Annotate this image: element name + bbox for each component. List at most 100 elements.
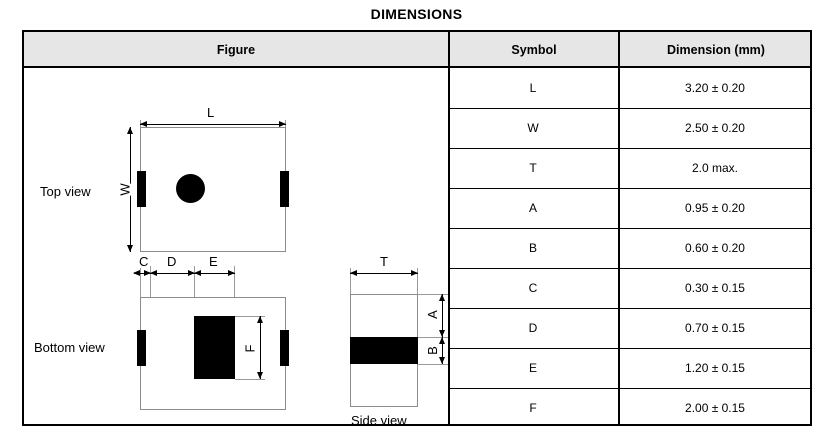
arrow-up-icon [126, 127, 133, 134]
top-view-terminal-left [137, 171, 146, 207]
bottom-view-terminal-left [137, 330, 146, 366]
arrow-up-icon [438, 294, 445, 301]
arrow-right-icon [188, 269, 195, 276]
side-view-dimline-a [442, 294, 443, 337]
cell-symbol: E [528, 361, 537, 375]
side-view-dimline-t [350, 273, 418, 274]
table-row: E 1.20 ± 0.15 [448, 348, 812, 388]
dim-label-d: D [165, 254, 179, 269]
bottom-view-ext-f-top [235, 316, 265, 317]
cell-symbol: C [528, 281, 538, 295]
table-row: A 0.95 ± 0.20 [448, 188, 812, 228]
cell-value: 3.20 ± 0.20 [685, 81, 745, 95]
cell-value: 0.70 ± 0.15 [685, 321, 745, 335]
row-divider [448, 308, 812, 309]
side-view-label: Side view [351, 413, 407, 428]
cell-symbol: F [529, 401, 537, 415]
arrow-left-icon [150, 269, 157, 276]
side-view-dimline-b [442, 337, 443, 364]
bottom-view-ext-4 [234, 266, 235, 322]
bottom-view-terminal-right [280, 330, 289, 366]
row-divider [448, 348, 812, 349]
cell-symbol: D [528, 321, 538, 335]
bottom-view-ext-f-bottom [235, 379, 265, 380]
bottom-view-ext-2 [150, 266, 151, 300]
column-header-symbol: Symbol [448, 32, 618, 68]
arrow-up-icon [256, 316, 263, 323]
cell-value: 2.50 ± 0.20 [685, 121, 745, 135]
table-row: W 2.50 ± 0.20 [448, 108, 812, 148]
cell-value: 0.30 ± 0.15 [685, 281, 745, 295]
cell-value: 2.00 ± 0.15 [685, 401, 745, 415]
column-divider-2 [618, 68, 620, 424]
bottom-view-ext-1 [140, 266, 141, 300]
arrow-up-icon [438, 337, 445, 344]
arrow-down-icon [438, 357, 445, 364]
cell-value: 0.95 ± 0.20 [685, 201, 745, 215]
table-row: L 3.20 ± 0.20 [448, 68, 812, 108]
arrow-right-icon [279, 120, 286, 127]
cell-symbol: W [527, 121, 539, 135]
side-view-terminal-band [350, 337, 418, 364]
page-title: DIMENSIONS [370, 6, 463, 22]
dim-label-t: T [378, 254, 390, 269]
arrow-down-icon [126, 245, 133, 252]
top-view-label: Top view [40, 184, 91, 199]
column-header-dimension: Dimension (mm) [618, 32, 812, 68]
row-divider [448, 148, 812, 149]
top-view-dimline-l [140, 124, 286, 125]
row-divider [448, 188, 812, 189]
dim-label-b: B [424, 346, 440, 355]
top-view-terminal-right [280, 171, 289, 207]
cell-symbol: A [528, 201, 537, 215]
top-view-polarity-dot [176, 174, 205, 203]
dim-label-f: F [242, 344, 258, 353]
dimensions-table: Figure Symbol Dimension (mm) L 3.20 ± 0.… [22, 30, 812, 428]
bottom-view-center-pad [194, 316, 235, 379]
row-divider [448, 228, 812, 229]
arrow-right-icon [144, 269, 151, 276]
side-view-ext-a-top [418, 294, 448, 295]
side-view-ext-a-bottom [418, 337, 448, 338]
arrow-left-icon [194, 269, 201, 276]
table-row: D 0.70 ± 0.15 [448, 308, 812, 348]
cell-value: 1.20 ± 0.15 [685, 361, 745, 375]
table-row: B 0.60 ± 0.20 [448, 228, 812, 268]
row-divider [448, 388, 812, 389]
bottom-view-dimline-d [150, 273, 195, 274]
cell-value: 2.0 max. [691, 161, 739, 175]
arrow-left-icon [350, 269, 357, 276]
bottom-view-label: Bottom view [34, 340, 105, 355]
table-header-row: Figure Symbol Dimension (mm) [24, 32, 810, 68]
dim-label-a: A [424, 310, 440, 319]
row-divider [448, 108, 812, 109]
table-row: F 2.00 ± 0.15 [448, 388, 812, 428]
arrow-right-icon [411, 269, 418, 276]
dim-label-e: E [207, 254, 220, 269]
row-divider [448, 268, 812, 269]
bottom-view-ext-3 [194, 266, 195, 322]
bottom-view-dimline-e [194, 273, 235, 274]
cell-symbol: L [529, 81, 537, 95]
dim-label-w: W [117, 183, 133, 196]
arrow-down-icon [438, 330, 445, 337]
arrow-right-icon [228, 269, 235, 276]
side-view-ext-b-bottom [418, 364, 448, 365]
cell-symbol: T [529, 161, 537, 175]
arrow-down-icon [256, 372, 263, 379]
dim-label-c: C [137, 254, 151, 269]
table-row: T 2.0 max. [448, 148, 812, 188]
side-view-ext-left [350, 268, 351, 296]
table-row: C 0.30 ± 0.15 [448, 268, 812, 308]
arrow-left-icon [140, 120, 147, 127]
cell-value: 0.60 ± 0.20 [685, 241, 745, 255]
column-divider-1 [448, 68, 450, 424]
top-view-body [140, 127, 286, 252]
column-header-figure: Figure [216, 43, 256, 57]
dim-label-l: L [205, 105, 217, 120]
cell-symbol: B [528, 241, 537, 255]
bottom-view-dimline-f [260, 316, 261, 379]
arrow-left-icon [133, 269, 140, 276]
side-view-ext-right [417, 268, 418, 296]
figure-drawings: Top view L W Bottom view C D [24, 68, 448, 428]
